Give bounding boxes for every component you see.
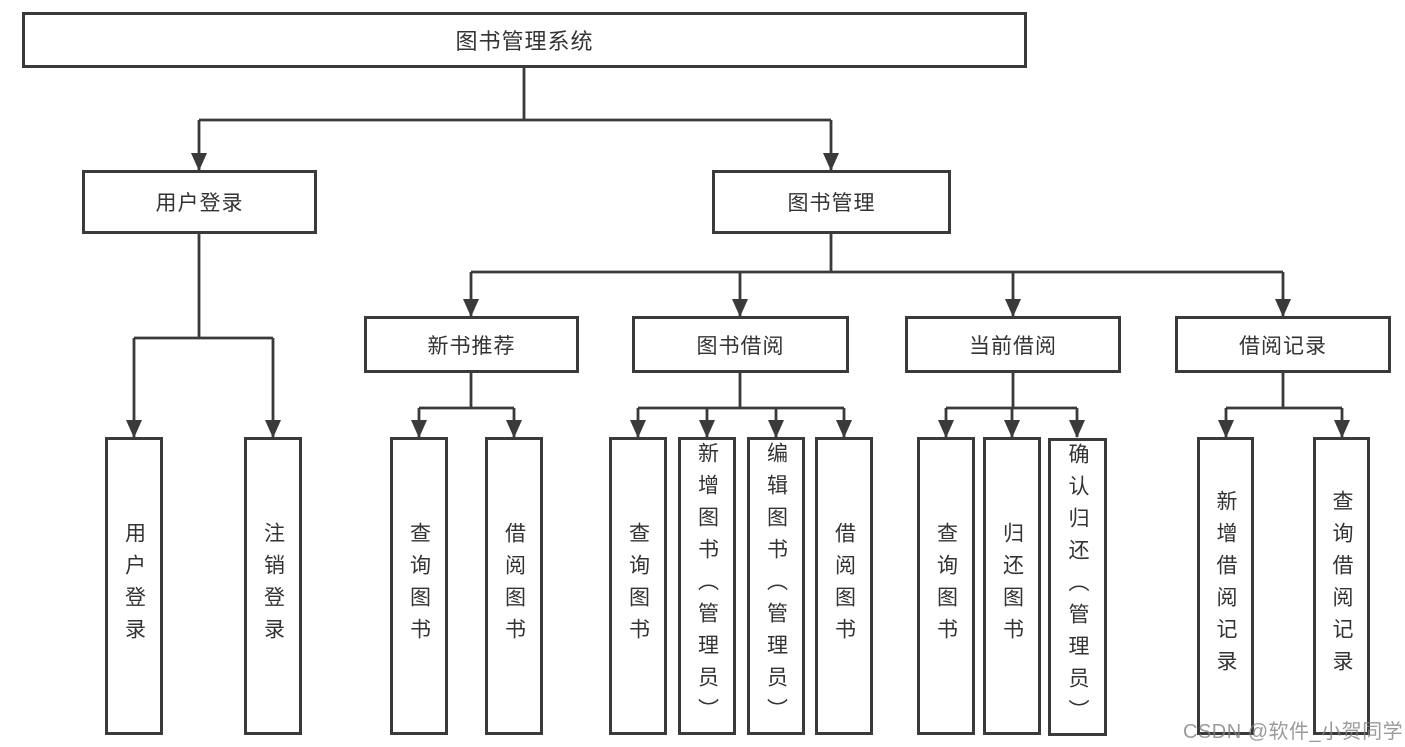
leaf-br-query-record-label: 查询借阅记录 (1330, 490, 1353, 682)
node-borrow-records: 借阅记录 (1175, 316, 1391, 373)
leaf-nbr-query-books: 查询图书 (390, 437, 448, 735)
node-new-book-recommend: 新书推荐 (364, 316, 579, 373)
csdn-watermark: CSDN @软件_小贺同学 (1183, 721, 1404, 743)
leaf-bb-borrow-books: 借阅图书 (815, 437, 873, 735)
node-current-borrow: 当前借阅 (905, 316, 1121, 373)
leaf-bb-query-books: 查询图书 (609, 437, 667, 735)
leaf-bb-edit-books-admin: 编辑图书（管理员） (747, 437, 805, 735)
leaf-br-add-record-label: 新增借阅记录 (1214, 490, 1237, 682)
node-new-book-recommend-label: 新书推荐 (427, 334, 516, 358)
leaf-cb-query-books: 查询图书 (917, 437, 975, 735)
node-user-login: 用户登录 (82, 170, 317, 234)
leaf-user-login: 用户登录 (105, 437, 163, 735)
leaf-bb-add-books-admin-label: 新增图书（管理员） (695, 442, 719, 730)
node-book-management-label: 图书管理 (787, 192, 876, 215)
leaf-bb-borrow-books-label: 借阅图书 (832, 522, 856, 650)
leaf-logout-label: 注销登录 (261, 522, 285, 650)
node-root-label: 图书管理系统 (455, 29, 594, 54)
leaf-logout: 注销登录 (244, 437, 302, 735)
leaf-cb-return-books: 归还图书 (983, 437, 1041, 735)
leaf-bb-add-books-admin: 新增图书（管理员） (678, 437, 736, 735)
leaf-br-add-record: 新增借阅记录 (1197, 437, 1254, 735)
node-root: 图书管理系统 (22, 12, 1027, 68)
leaf-cb-confirm-return-admin-label: 确认归还（管理员） (1066, 443, 1089, 731)
leaf-nbr-borrow-books: 借阅图书 (485, 437, 543, 735)
leaf-br-query-record: 查询借阅记录 (1313, 437, 1370, 735)
node-book-borrow-label: 图书借阅 (696, 334, 785, 358)
leaf-cb-confirm-return-admin: 确认归还（管理员） (1048, 438, 1107, 736)
leaf-nbr-borrow-books-label: 借阅图书 (502, 522, 526, 650)
node-user-login-label: 用户登录 (155, 192, 244, 215)
node-current-borrow-label: 当前借阅 (969, 334, 1057, 358)
leaf-cb-query-books-label: 查询图书 (934, 522, 958, 650)
node-borrow-records-label: 借阅记录 (1239, 334, 1327, 358)
leaf-bb-edit-books-admin-label: 编辑图书（管理员） (764, 442, 788, 730)
leaf-nbr-query-books-label: 查询图书 (407, 522, 431, 650)
leaf-cb-return-books-label: 归还图书 (1000, 522, 1024, 650)
node-book-management: 图书管理 (712, 170, 951, 234)
node-book-borrow: 图书借阅 (632, 316, 849, 373)
leaf-bb-query-books-label: 查询图书 (626, 522, 650, 650)
leaf-user-login-label: 用户登录 (122, 522, 146, 650)
